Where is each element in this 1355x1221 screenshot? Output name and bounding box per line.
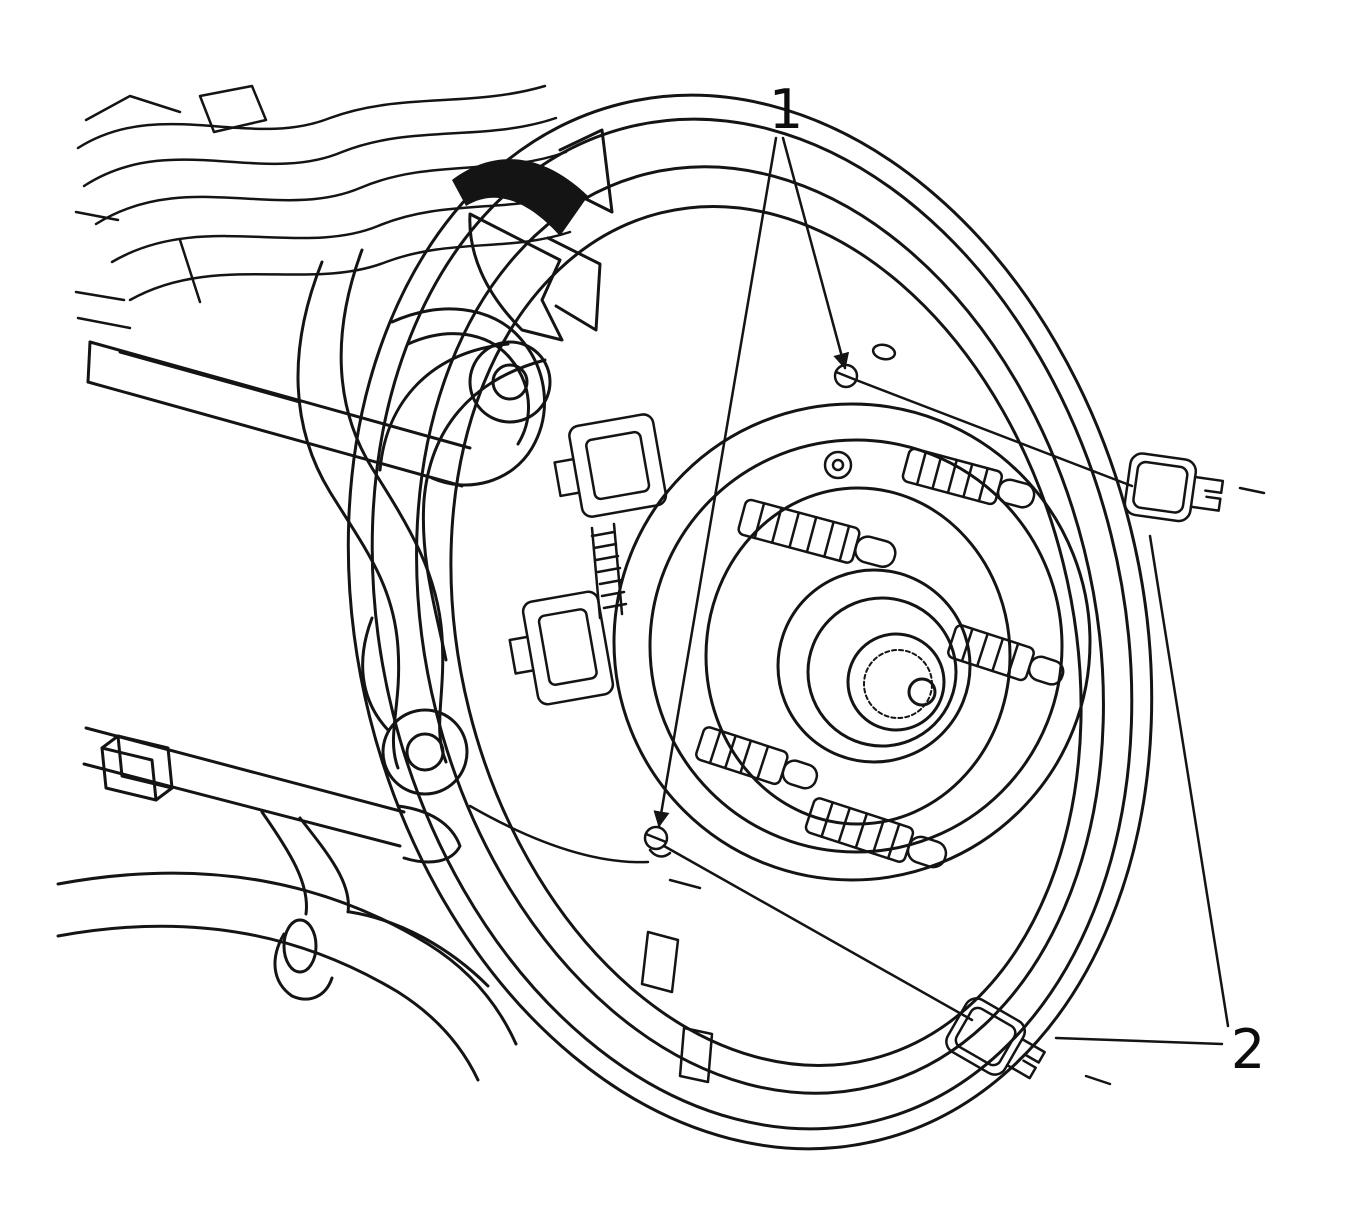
- backing-plate: [346, 93, 1154, 1151]
- toe-link: [82, 726, 462, 1001]
- sensor-bracket: [468, 413, 668, 864]
- suspension-knuckle: [296, 248, 552, 796]
- retainer-clip-2: [945, 997, 1112, 1086]
- harness-lines: [74, 84, 576, 330]
- body-bracket: [390, 128, 614, 487]
- screw-2: [643, 825, 672, 858]
- lower-control-arm: [56, 871, 518, 1082]
- wheel-hub: [612, 402, 1092, 882]
- upper-arm: [86, 340, 472, 488]
- wheel-studs: [695, 447, 1065, 869]
- callout-2-label: 2: [1231, 1018, 1265, 1081]
- callout-1-label: 1: [769, 78, 803, 141]
- retainer-clip-1: [1123, 452, 1266, 523]
- leader-lines: [653, 136, 1230, 1046]
